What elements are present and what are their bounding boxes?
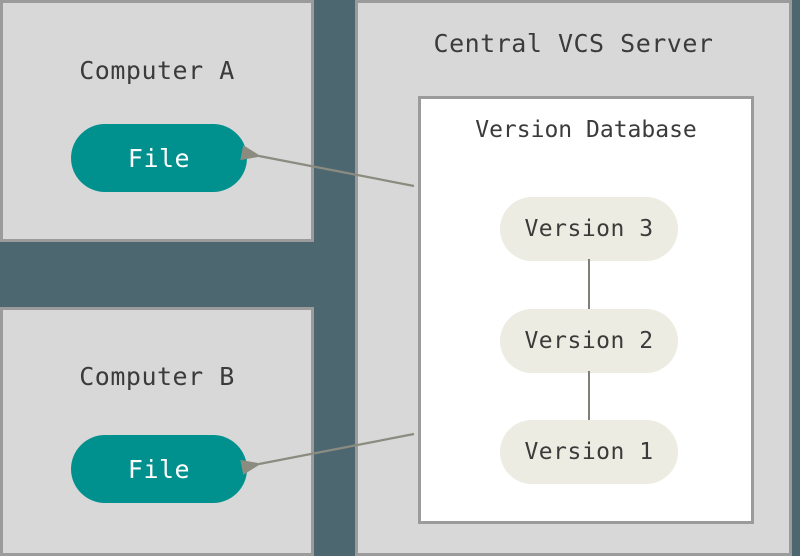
computer-b-title: Computer B <box>79 362 235 391</box>
computer-a-file-node[interactable]: File <box>71 124 247 192</box>
central-server-title: Central VCS Server <box>433 29 714 58</box>
version-2-node[interactable]: Version 2 <box>500 309 678 373</box>
computer-b-panel: Computer B File <box>0 307 314 556</box>
connector-version2-version1 <box>588 371 590 422</box>
computer-a-panel: Computer A File <box>0 0 314 242</box>
computer-b-file-node[interactable]: File <box>71 435 247 503</box>
version-3-node[interactable]: Version 3 <box>500 197 678 261</box>
version-1-node[interactable]: Version 1 <box>500 420 678 484</box>
version-database-title: Version Database <box>475 117 697 143</box>
central-server-panel: Central VCS Server Version Database Vers… <box>355 0 792 556</box>
connector-version3-version2 <box>588 259 590 311</box>
computer-a-title: Computer A <box>79 56 235 85</box>
version-database-panel: Version Database Version 3 Version 2 Ver… <box>418 96 754 524</box>
